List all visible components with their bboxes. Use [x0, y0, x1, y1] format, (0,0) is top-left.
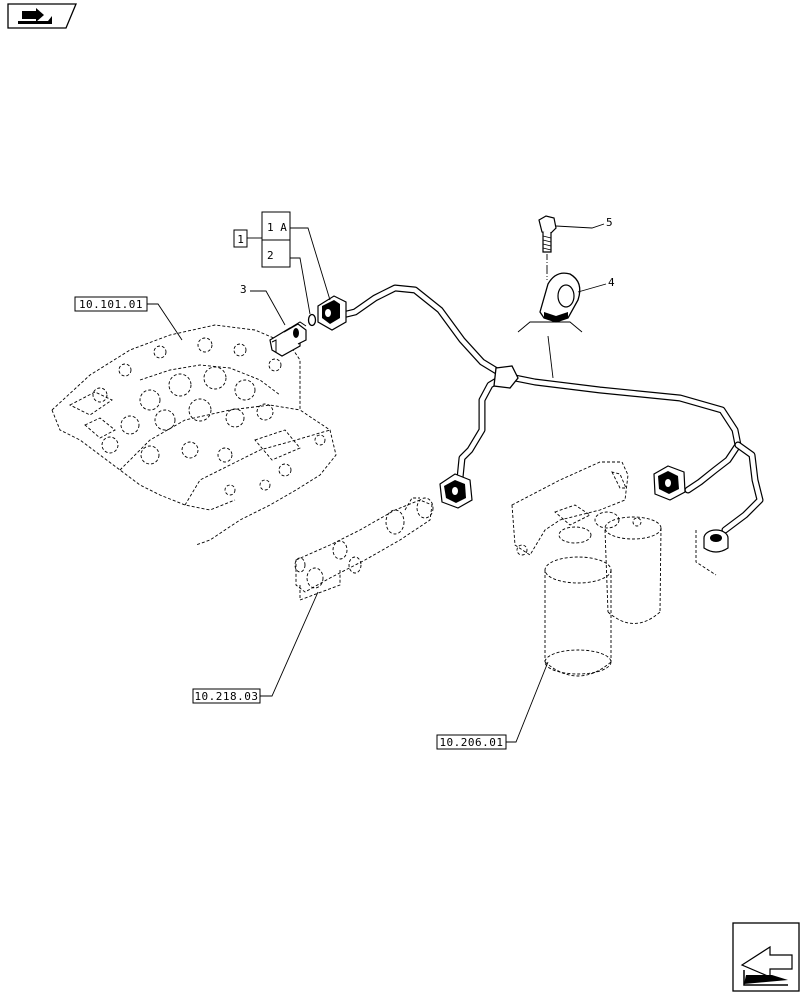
leader-1a — [290, 227, 331, 301]
next-page-arrow-icon[interactable] — [732, 922, 800, 992]
end-cap-fitting[interactable] — [703, 529, 729, 553]
leader-4 — [577, 283, 607, 293]
clamp-bracket — [517, 321, 583, 333]
clamp-leader — [547, 335, 554, 379]
ref-box-filter[interactable]: 10.206.01 — [436, 734, 507, 750]
connector-rail[interactable] — [439, 473, 473, 509]
item-label-1a: 1 A — [267, 221, 287, 234]
ref-filter-text: 10.206.01 — [439, 736, 503, 749]
item-label-3: 3 — [240, 283, 247, 296]
washer-2[interactable] — [307, 313, 317, 327]
leader-3 — [250, 290, 286, 326]
ref-engine-text: 10.101.01 — [79, 298, 143, 311]
item-bracket — [261, 211, 291, 268]
leader-5 — [555, 223, 605, 229]
ref-rail-text: 10.218.03 — [194, 690, 258, 703]
leader-filter — [506, 661, 549, 743]
engine-head-outline — [51, 324, 337, 546]
group-label-text: 1 — [237, 233, 244, 246]
fitting-outline — [695, 530, 717, 576]
bolt-5[interactable] — [538, 215, 557, 268]
leader-2 — [290, 257, 311, 315]
connector-filter[interactable] — [653, 465, 686, 501]
clamp-4[interactable] — [539, 268, 581, 323]
leader-rail — [260, 591, 319, 697]
group-label-1[interactable]: 1 — [233, 229, 248, 248]
item-label-2: 2 — [267, 249, 274, 262]
fuel-rail-outline — [294, 497, 434, 601]
ref-box-rail[interactable]: 10.218.03 — [192, 688, 261, 704]
item-label-4: 4 — [608, 276, 615, 289]
connector-1a[interactable] — [317, 295, 347, 331]
banjo-bolt-3[interactable] — [269, 321, 307, 357]
fuel-return-pipe — [326, 284, 764, 534]
book-arrow-icon[interactable] — [7, 3, 77, 29]
fuel-filter-outline — [511, 461, 662, 677]
item-label-5: 5 — [606, 216, 613, 229]
ref-box-engine[interactable]: 10.101.01 — [74, 296, 148, 312]
leader-engine — [147, 303, 183, 341]
tee-junction — [493, 365, 519, 389]
